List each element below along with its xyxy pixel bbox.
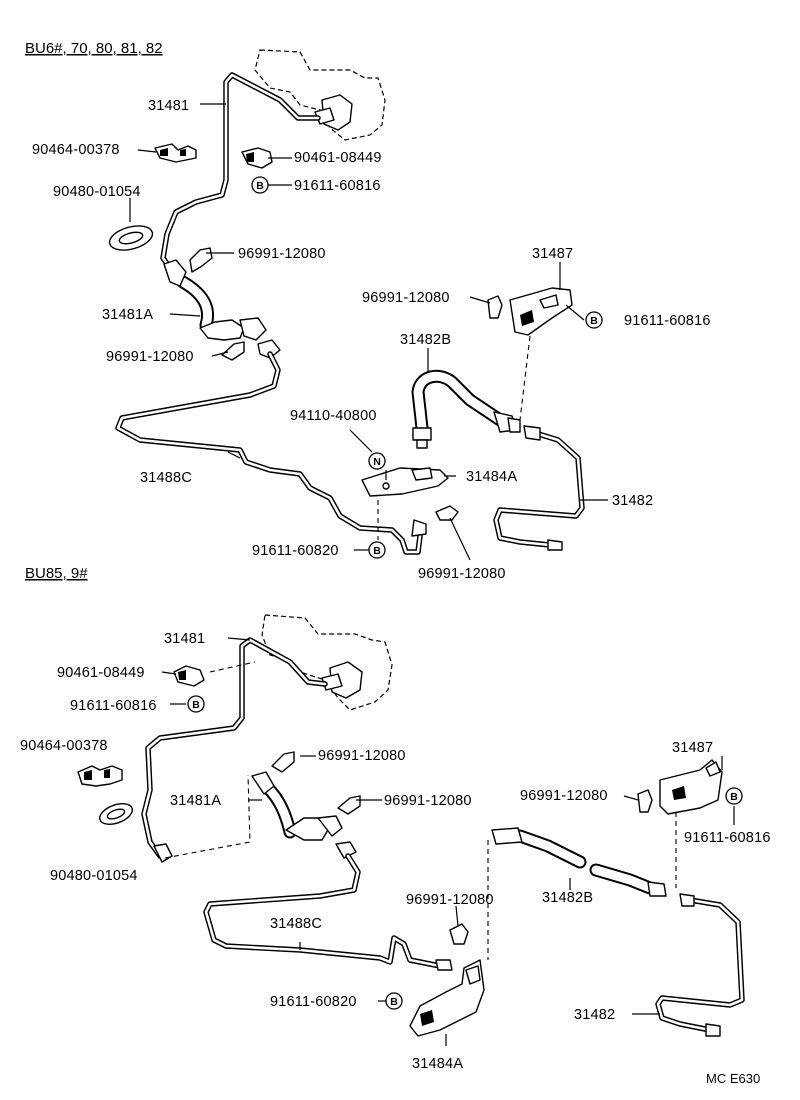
label-94110-top: 94110-40800 [290, 408, 377, 424]
clamp-90461-top [241, 147, 273, 169]
label-96991-top-4: 96991-12080 [418, 566, 506, 582]
bracket-31484A-top [361, 467, 449, 497]
label-91611-60820-top: 91611-60820 [252, 543, 339, 559]
clip-96991-top-1 [189, 247, 213, 273]
bracket-31484A-bottom [409, 959, 485, 1037]
dash-line-bottom-2 [164, 774, 251, 859]
label-90464-top: 90464-00378 [32, 142, 120, 158]
label-31481A-bottom: 31481A [170, 793, 221, 809]
bolt-symbol-top-3 [368, 541, 386, 559]
label-31487-bottom: 31487 [672, 740, 713, 756]
bolt-symbol-top-1-text: B [256, 180, 264, 192]
section-title-bottom: BU85, 9# [25, 565, 88, 582]
label-31482B-top: 31482B [400, 332, 451, 348]
label-90461-top: 90461-08449 [294, 150, 382, 166]
label-31482-bottom: 31482 [574, 1007, 615, 1023]
clip-96991-bottom-2 [337, 795, 361, 815]
clip-96991-bottom-3 [637, 789, 653, 813]
label-31484A-top: 31484A [466, 469, 517, 485]
pipe-31488C-bottom [203, 853, 453, 971]
label-96991-bottom-3: 96991-12080 [520, 788, 608, 804]
hose-31482B-top [411, 369, 521, 449]
label-31482-top: 31482 [612, 493, 653, 509]
hose-31482B-bottom [491, 827, 667, 897]
label-96991-bottom-4: 96991-12080 [406, 892, 494, 908]
clip-96991-bottom-1 [271, 751, 295, 773]
clamp-90461-bottom [173, 665, 205, 687]
dash-line-top-1 [519, 335, 531, 421]
bolt-symbol-bottom-3-text: B [390, 996, 398, 1008]
pipe-31482-top [493, 425, 585, 551]
label-91611-60816-top-2: 91611-60816 [624, 313, 711, 329]
master-cylinder-bottom [261, 614, 393, 711]
label-90461-bottom: 90461-08449 [57, 665, 145, 681]
label-91611-60816-bottom-2: 91611-60816 [684, 830, 771, 846]
label-96991-bottom-1: 96991-12080 [318, 748, 406, 764]
label-91611-60816-bottom-1: 91611-60816 [70, 698, 157, 714]
label-31481A-top: 31481A [102, 307, 153, 323]
bolt-symbol-bottom-3 [385, 992, 403, 1010]
label-31487-top: 31487 [532, 246, 573, 262]
clamp-90464-bottom [77, 765, 123, 787]
bolt-symbol-bottom-2 [725, 787, 743, 805]
clip-96991-bottom-4 [449, 923, 469, 945]
label-96991-top-2: 96991-12080 [106, 349, 194, 365]
label-96991-top-1: 96991-12080 [238, 246, 326, 262]
label-91611-60820-bottom: 91611-60820 [270, 994, 357, 1010]
bolt-symbol-top-2-text: B [590, 315, 598, 327]
bracket-31487-top [509, 287, 573, 336]
nut-symbol-top-text: N [373, 456, 381, 468]
dash-line-bottom-1 [209, 661, 256, 673]
pipe-31482-bottom [655, 893, 745, 1037]
clip-96991-top-2 [221, 341, 245, 361]
grommet-90480-top [108, 225, 154, 251]
figure-code: MC E630 [706, 1071, 760, 1086]
bolt-symbol-bottom-2-text: B [730, 791, 738, 803]
bracket-31487-bottom [659, 759, 723, 815]
label-31482B-bottom: 31482B [542, 890, 593, 906]
hose-31481A-top [163, 259, 281, 359]
label-90464-bottom: 90464-00378 [20, 738, 108, 754]
section-title-top: BU6#, 70, 80, 81, 82 [25, 40, 163, 57]
clip-96991-top-4 [435, 505, 459, 521]
clamp-90464-top [154, 143, 197, 163]
hose-31481A-bottom [251, 771, 357, 859]
label-31488C-bottom: 31488C [270, 916, 322, 932]
leaders-top [129, 103, 608, 561]
label-31484A-bottom: 31484A [412, 1056, 463, 1072]
bolt-symbol-bottom-1-text: B [192, 699, 200, 711]
nut-symbol-top [368, 452, 386, 470]
label-96991-top-3: 96991-12080 [362, 290, 450, 306]
leaders-bottom [161, 637, 735, 1046]
bolt-symbol-top-1 [251, 176, 269, 194]
grommet-90480-bottom [99, 803, 133, 825]
label-96991-bottom-2: 96991-12080 [384, 793, 472, 809]
label-31481-bottom: 31481 [164, 631, 205, 647]
label-31488C-top: 31488C [140, 470, 192, 486]
label-90480-top: 90480-01054 [53, 184, 141, 200]
label-90480-bottom: 90480-01054 [50, 868, 138, 884]
pipe-31481-top [160, 72, 321, 271]
label-91611-60816-top-1: 91611-60816 [294, 178, 381, 194]
bolt-symbol-top-3-text: B [373, 545, 381, 557]
bolt-symbol-top-2 [585, 311, 603, 329]
clip-96991-top-3 [487, 295, 503, 319]
pipe-31488C-top [115, 351, 427, 555]
label-31481-top: 31481 [148, 98, 189, 114]
bolt-symbol-bottom-1 [187, 695, 205, 713]
